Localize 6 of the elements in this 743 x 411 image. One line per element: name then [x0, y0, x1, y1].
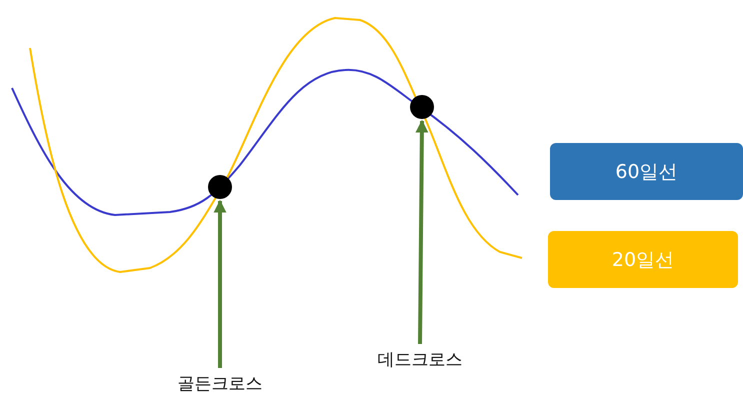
cross-label: 데드크로스	[368, 348, 472, 372]
cross-label: 골든크로스	[168, 372, 272, 396]
legend-key: 60일선	[550, 143, 743, 200]
arrow	[214, 200, 226, 368]
arrow	[416, 120, 428, 344]
legend-key: 20일선	[548, 231, 738, 288]
